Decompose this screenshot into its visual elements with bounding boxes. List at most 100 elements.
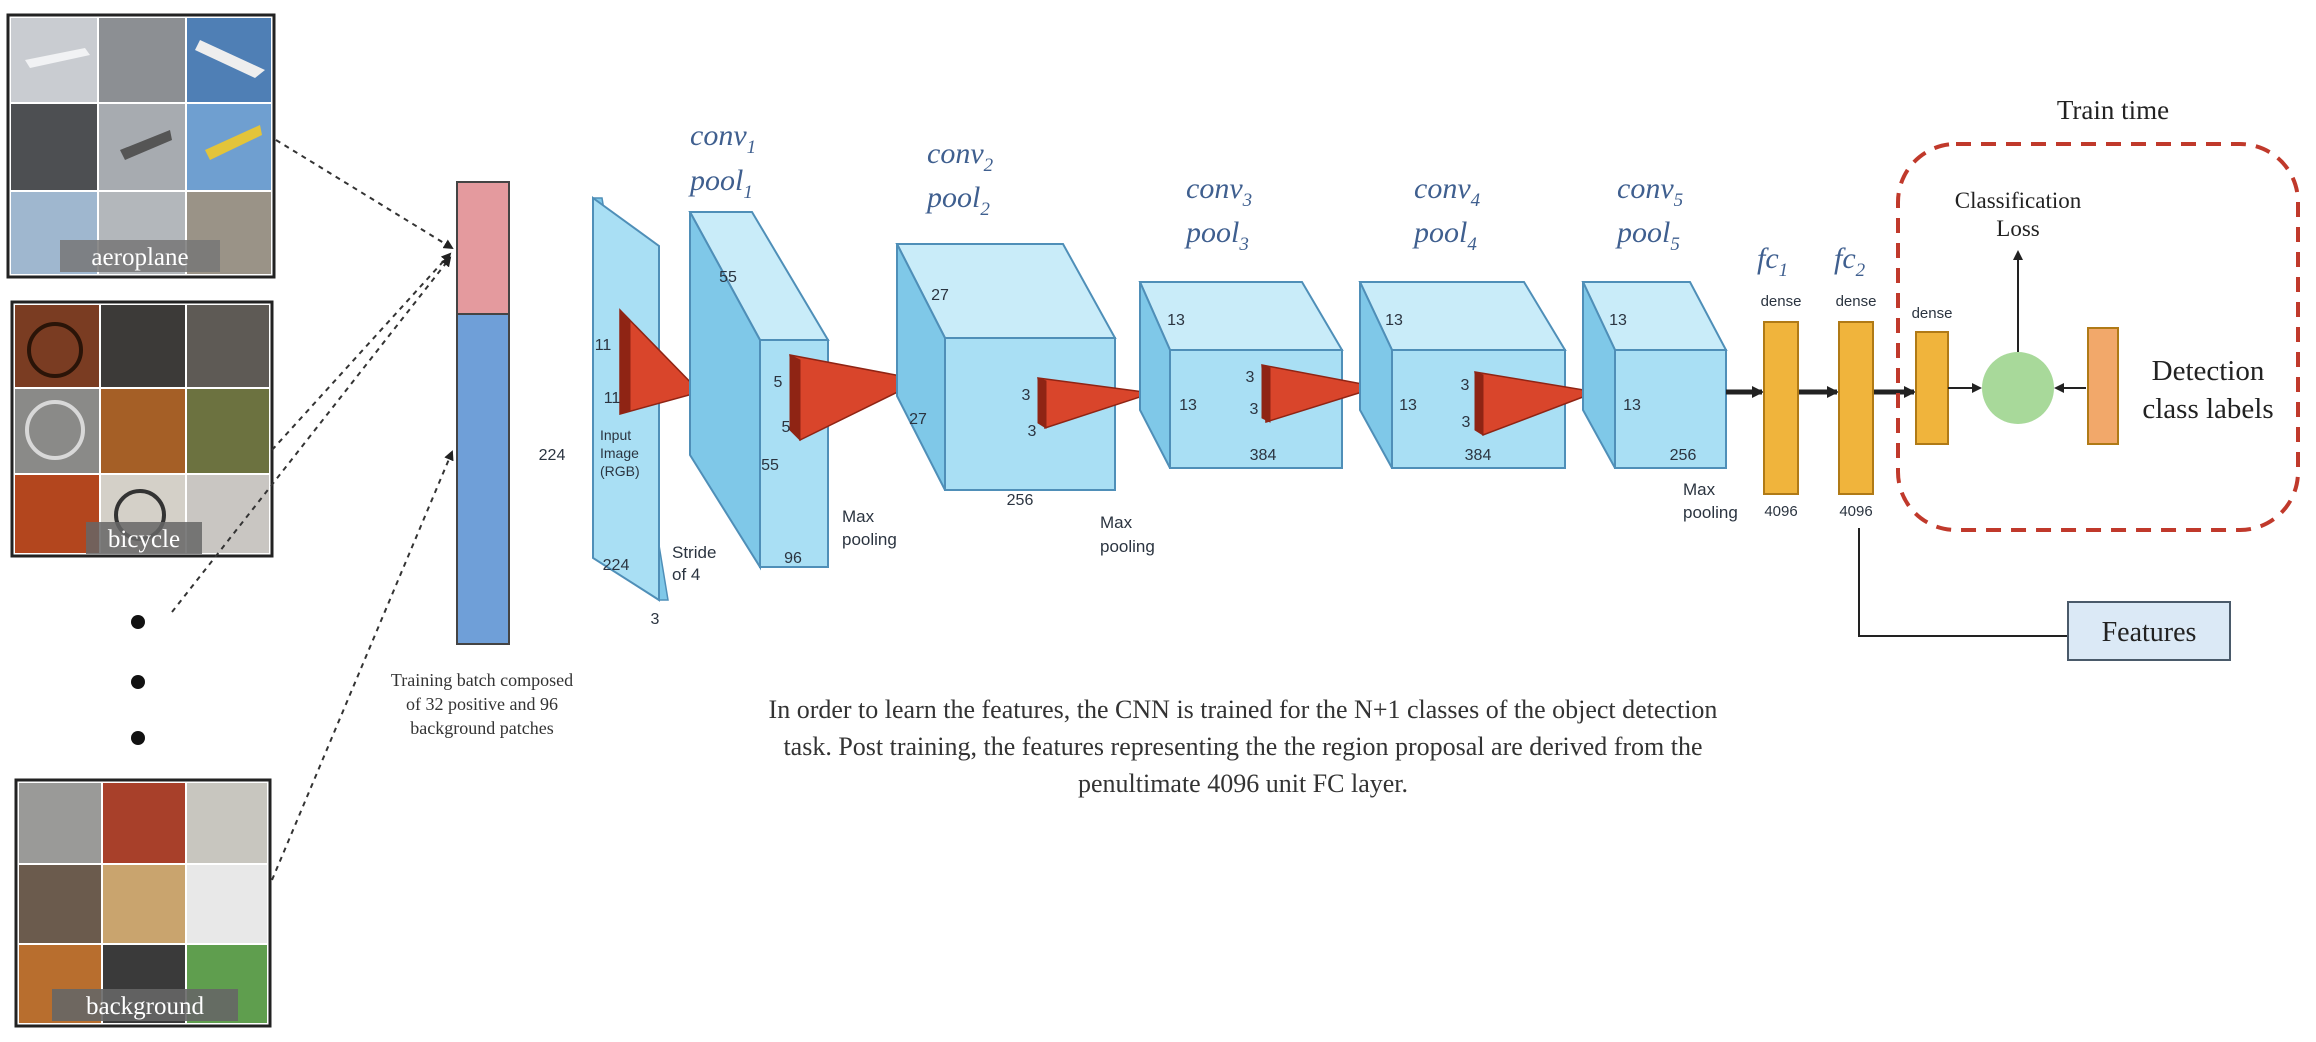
conv2-depth: 256 (1007, 492, 1034, 509)
conv3-pool-sub: 3 (1238, 234, 1249, 255)
description-line-1: In order to learn the features, the CNN … (769, 695, 1718, 724)
more-groups-ellipsis (131, 615, 145, 745)
conv2-block (895, 243, 1153, 491)
svg-text:conv4: conv4 (1414, 172, 1481, 211)
train-time-region (1896, 142, 2300, 532)
conv1-depth: 96 (784, 550, 802, 567)
conv2-kernel-b: 3 (1028, 423, 1037, 440)
conv2-kernel-a: 3 (1022, 387, 1031, 404)
batch-background-segment (456, 313, 510, 645)
training-batch (456, 181, 510, 645)
detection-labels-box (2087, 327, 2119, 445)
conv3-height: 13 (1167, 312, 1185, 329)
loss-label-2: Loss (1996, 216, 2040, 241)
conv2-maxpool-2: pooling (1100, 537, 1155, 556)
svg-text:fc1: fc1 (1757, 242, 1788, 281)
conv3-block (1138, 281, 1379, 469)
fc-captions: fc1 fc2 (1757, 242, 1866, 281)
features-box (2067, 601, 2231, 661)
conv4-height: 13 (1385, 312, 1403, 329)
conv2-conv-sub: 2 (984, 155, 994, 176)
conv1-conv-sub: 1 (747, 137, 757, 158)
batch-caption-line-3: background patches (410, 718, 553, 738)
fc1-kind: dense (1761, 293, 1802, 310)
svg-text:pool5: pool5 (1615, 216, 1680, 255)
input-label-2: Image (600, 445, 639, 461)
train-arrows (1948, 250, 2086, 393)
input-image-plane (592, 196, 702, 602)
extra-dense-layer (1915, 331, 1949, 445)
svg-text:pool4: pool4 (1412, 216, 1477, 255)
background-label: background (86, 993, 205, 1020)
conv2-maxpool-1: Max (1100, 513, 1133, 532)
train-time-title: Train time (2057, 95, 2169, 125)
conv5-maxpool-1: Max (1683, 480, 1716, 499)
conv3-caption: conv 3 pool3 (1184, 172, 1252, 255)
labels-caption-2: class labels (2142, 393, 2273, 425)
conv5-maxpool-2: pooling (1683, 503, 1738, 522)
conv1-pool-text: pool (688, 164, 743, 197)
batch-caption-line-2: of 32 positive and 96 (406, 694, 558, 714)
svg-text:conv5: conv5 (1617, 172, 1683, 211)
aeroplane-patches (11, 18, 271, 274)
conv4-conv-text: conv (1414, 172, 1471, 205)
conv3-pool-text: pool (1184, 216, 1239, 249)
group-to-batch-arrows (171, 139, 454, 881)
features-label: Features (2102, 617, 2197, 648)
loss-label-1: Classification (1955, 188, 2082, 213)
conv3-kernel-b: 3 (1250, 401, 1259, 418)
conv4-block (1358, 281, 1599, 469)
conv5-caption: conv5 pool5 (1615, 172, 1683, 255)
aeroplane-patch-group: aeroplane (6, 13, 276, 279)
classification-loss-node (1982, 352, 2054, 424)
conv1-kernel-a: 5 (774, 374, 783, 391)
input-kernel-a: 11 (595, 337, 612, 354)
conv3-kernel-a: 3 (1246, 369, 1255, 386)
fc2-name: fc (1834, 242, 1856, 275)
conv4-width: 13 (1399, 397, 1417, 414)
aeroplane-label: aeroplane (91, 244, 188, 271)
conv4-kernel-a: 3 (1461, 377, 1470, 394)
conv3-conv-text: conv (1186, 172, 1243, 205)
input-kernel-b: 11 (604, 390, 621, 407)
conv4-depth: 384 (1465, 447, 1492, 464)
fc2-units: 4096 (1839, 503, 1872, 520)
svg-text:conv1: conv1 (690, 119, 756, 158)
svg-text:pool2: pool2 (925, 181, 990, 220)
conv1-conv-text: conv (690, 119, 747, 152)
input-label-3: (RGB) (600, 463, 640, 479)
conv5-pool-sub: 5 (1670, 234, 1680, 255)
conv5-conv-text: conv (1617, 172, 1674, 205)
conv5-conv-sub: 5 (1674, 190, 1684, 211)
stride-line-2: of 4 (672, 565, 700, 584)
conv5-width: 13 (1623, 397, 1641, 414)
conv1-pool-sub: 1 (743, 182, 753, 203)
svg-text:pool3: pool3 (1184, 216, 1249, 255)
conv5-pool-text: pool (1615, 216, 1670, 249)
batch-caption: Training batch composed of 32 positive a… (391, 670, 573, 738)
input-size-bottom: 224 (603, 557, 630, 574)
features-connector (1858, 528, 2068, 637)
labels-caption-1: Detection (2152, 355, 2265, 387)
svg-text:pool1: pool1 (688, 164, 753, 203)
conv1-height: 55 (719, 269, 737, 286)
conv1-kernel-b: 5 (782, 419, 791, 436)
conv5-height: 13 (1609, 312, 1627, 329)
description: In order to learn the features, the CNN … (769, 695, 1718, 798)
conv4-caption: conv4 pool4 (1412, 172, 1481, 255)
stride-line-1: Stride (672, 543, 716, 562)
conv3-depth: 384 (1250, 447, 1277, 464)
conv1-maxpool-2: pooling (842, 530, 897, 549)
conv2-pool-text: pool (925, 181, 980, 214)
bicycle-patches (15, 305, 269, 553)
conv4-pool-text: pool (1412, 216, 1467, 249)
svg-text:fc2: fc2 (1834, 242, 1866, 281)
conv1-width: 55 (761, 457, 779, 474)
batch-positive-segment (456, 181, 510, 315)
conv4-conv-sub: 4 (1471, 190, 1481, 211)
conv4-pool-sub: 4 (1467, 234, 1477, 255)
conv2-caption: conv2 pool2 (925, 137, 994, 220)
conv1-caption: conv1 pool1 (688, 119, 756, 203)
